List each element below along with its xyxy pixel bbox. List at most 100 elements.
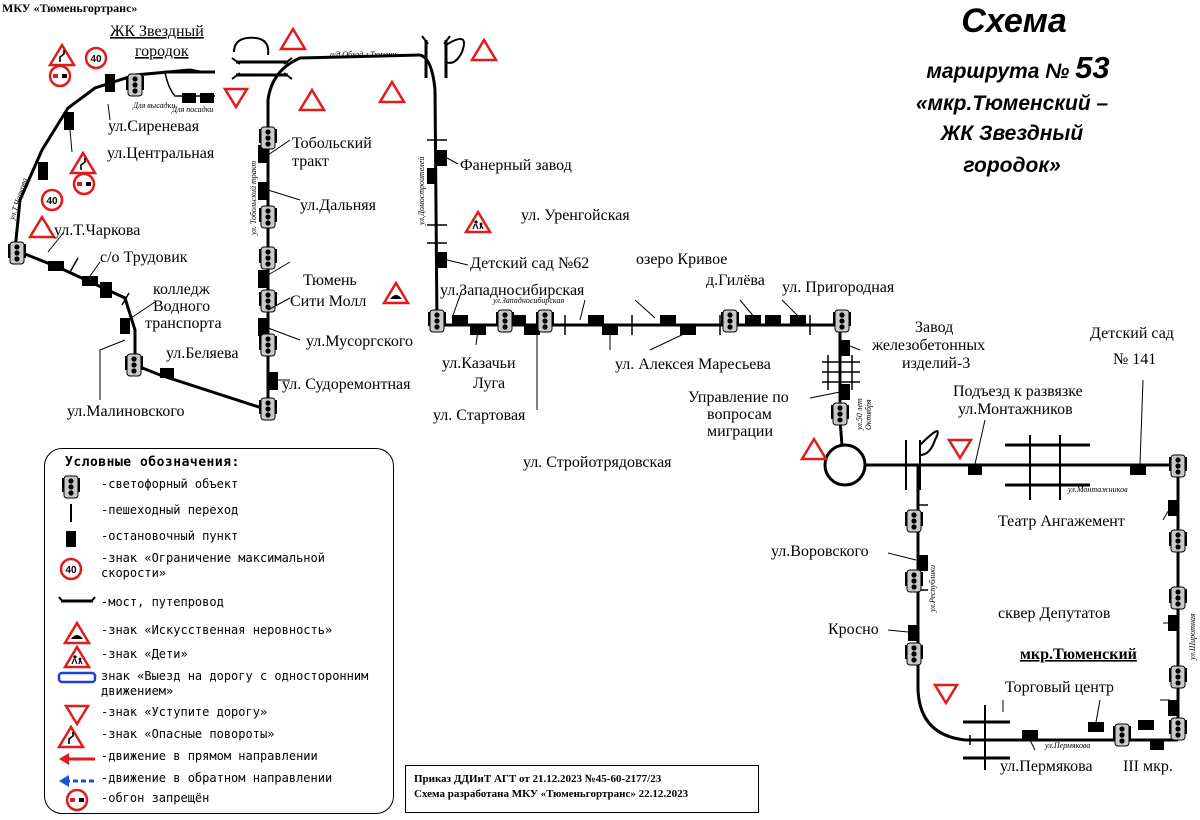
traffic-light-icon[interactable]: [904, 642, 924, 666]
dangerous-turns-sign-icon: [48, 43, 76, 67]
bus-stop-icon[interactable]: [1130, 465, 1146, 475]
traffic-light-icon[interactable]: [1168, 665, 1188, 689]
bus-stop-icon[interactable]: [258, 182, 268, 200]
stop-label-skver: сквер Депутатов: [998, 605, 1111, 622]
bus-stop-icon[interactable]: [437, 150, 447, 166]
bus-stop-icon[interactable]: [1022, 730, 1038, 740]
bus-stop-icon[interactable]: [120, 318, 130, 334]
traffic-light-icon[interactable]: [427, 309, 447, 333]
legend-label: -знак «Ограничение максимальной скорости…: [101, 551, 325, 580]
stop-label-tobolsk-1: Тобольский: [292, 135, 372, 152]
bus-stop-icon[interactable]: [437, 252, 447, 268]
traffic-light-icon[interactable]: [1112, 723, 1132, 747]
traffic-light-icon[interactable]: [1168, 454, 1188, 478]
bus-stop-icon[interactable]: [268, 372, 278, 390]
traffic-light-icon[interactable]: [258, 289, 278, 313]
bus-stop-icon[interactable]: [1150, 740, 1164, 750]
dangerous-turns-sign-icon: [69, 151, 97, 175]
traffic-light-icon[interactable]: [535, 309, 555, 333]
bus-stop-icon[interactable]: [64, 112, 74, 130]
bus-stop-icon[interactable]: [510, 315, 526, 325]
stop-label-permyak: ул.Пермякова: [1000, 758, 1093, 775]
traffic-light-icon[interactable]: [1168, 586, 1188, 610]
bus-stop-icon[interactable]: [1088, 722, 1104, 732]
bus-stop-icon[interactable]: [588, 315, 604, 325]
traffic-light-icon[interactable]: [832, 309, 852, 333]
bus-stop-icon[interactable]: [258, 318, 268, 336]
bus-stop-icon[interactable]: [200, 93, 214, 103]
bus-stop-icon[interactable]: [82, 276, 98, 286]
bus-stop-icon[interactable]: [1168, 700, 1178, 716]
legend-label: -пешеходный переход: [101, 503, 239, 517]
stop-label-migr-1: Управление по: [688, 389, 789, 406]
bus-stop-icon[interactable]: [48, 261, 64, 271]
stop-label-charkova: ул.Т.Чаркова: [54, 222, 140, 239]
traffic-light-icon[interactable]: [125, 73, 145, 97]
give-way-sign-icon: [378, 80, 406, 104]
legend-label: -обгон запрещён: [101, 791, 210, 805]
traffic-light-icon[interactable]: [258, 397, 278, 421]
bridge-icon: [231, 36, 293, 80]
one-way-exit-sign-icon: [57, 671, 97, 684]
traffic-light-icon[interactable]: [904, 569, 924, 593]
bus-stop-icon[interactable]: [524, 325, 540, 335]
bus-stop-icon[interactable]: [918, 555, 928, 571]
speed-limit-sign-icon: 40: [59, 557, 83, 581]
stop-label-college-2: Водного: [153, 298, 210, 315]
traffic-light-icon[interactable]: [1168, 717, 1188, 741]
bus-stop-icon[interactable]: [968, 465, 982, 475]
stop-labels: ЖК Звездный городок ул.Сиреневая ул.Цент…: [54, 23, 1174, 775]
traffic-light-icon[interactable]: [904, 509, 924, 533]
traffic-light-icon[interactable]: [1168, 529, 1188, 553]
traffic-light-icon[interactable]: [124, 353, 144, 377]
stop-label-central: ул.Центральная: [107, 145, 215, 162]
bus-stop-icon[interactable]: [790, 315, 806, 325]
bus-stop-icon[interactable]: [1168, 615, 1178, 631]
street-zapsib: ул.Западносибирская: [492, 296, 564, 305]
traffic-light-icon[interactable]: [258, 333, 278, 357]
bus-stop-icon[interactable]: [452, 315, 468, 325]
stop-label-zavod-3: изделий-3: [902, 355, 970, 372]
bus-stop-icon[interactable]: [1168, 500, 1178, 516]
route-segment-domostr: [419, 53, 439, 326]
bus-stop-icon: [66, 531, 76, 547]
bus-stop-icon[interactable]: [258, 270, 268, 288]
stop-label-malinovsk: ул.Малиновского: [67, 403, 185, 420]
bus-stop-icon[interactable]: [100, 282, 112, 298]
bus-stop-icon[interactable]: [840, 384, 850, 400]
bus-stop-icon[interactable]: [840, 340, 850, 356]
speed-limit-sign-icon: 40: [84, 46, 108, 70]
street-tobolsk: ул. Тобольский тракт: [249, 161, 258, 236]
street-obhod: а/д Обход г.Тюмени: [330, 50, 396, 59]
bus-stop-icon[interactable]: [160, 368, 174, 378]
bus-stop-icon[interactable]: [765, 315, 781, 325]
traffic-light-icon[interactable]: [720, 309, 740, 333]
bus-stop-icon[interactable]: [182, 93, 196, 103]
bus-stop-icon[interactable]: [427, 168, 437, 184]
bus-stop-icon[interactable]: [660, 315, 676, 325]
bus-stop-icon[interactable]: [745, 315, 761, 325]
traffic-light-icon[interactable]: [258, 126, 278, 150]
stop-label-urengoy: ул. Уренгойская: [521, 207, 630, 224]
traffic-light-icon[interactable]: [495, 309, 515, 333]
stop-label-krivoe: озеро Кривое: [636, 251, 727, 268]
pedestrian-crossing-icon: [70, 504, 72, 522]
traffic-light-icon[interactable]: [258, 246, 278, 270]
street-respubl: ул.Республики: [928, 565, 937, 613]
bus-stop-icon[interactable]: [1138, 720, 1154, 730]
legend: Условные обозначения: -светофорный объек…: [44, 448, 394, 814]
stop-label-prigorod: ул. Пригородная: [782, 279, 895, 296]
stop-label-college-3: транспорта: [145, 315, 222, 332]
bus-stop-icon[interactable]: [258, 145, 268, 163]
traffic-light-icon[interactable]: [258, 205, 278, 229]
bus-stop-icon[interactable]: [105, 74, 115, 92]
traffic-light-icon[interactable]: [830, 402, 850, 426]
bus-stop-icon[interactable]: [38, 162, 48, 180]
legend-label: -знак «Опасные повороты»: [101, 727, 275, 741]
legend-label: -знак «Искусственная неровность»: [101, 623, 333, 637]
bus-stop-icon[interactable]: [908, 625, 918, 641]
bridge-icon: [421, 35, 465, 78]
bus-stop-icon[interactable]: [680, 325, 696, 335]
traffic-light-icon[interactable]: [7, 241, 27, 265]
legend-label: -знак «Уступите дорогу»: [101, 705, 268, 719]
